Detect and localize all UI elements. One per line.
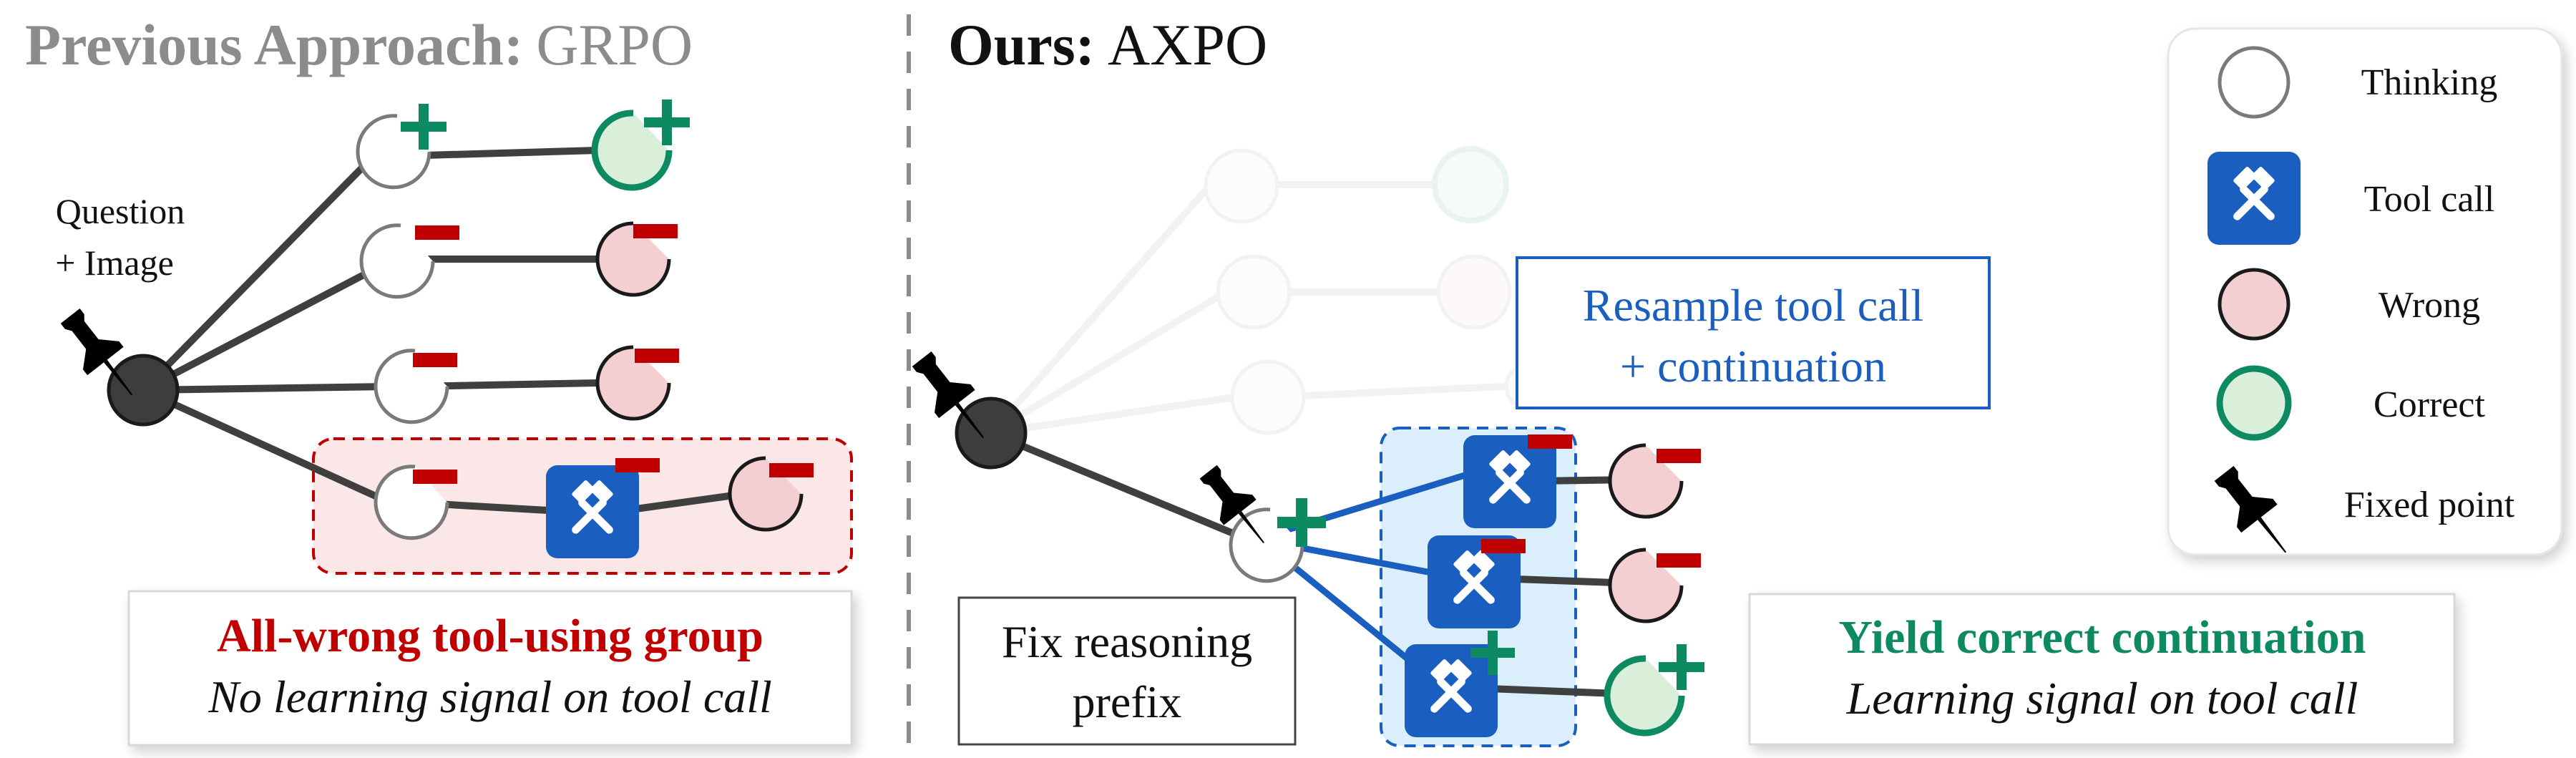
faded-correct-node [1432,146,1509,223]
left-edges [140,147,748,515]
fix-prefix-line1: Fix reasoning [1002,616,1252,667]
thinking-node [356,114,431,190]
wrong-outcome-node [1608,443,1684,519]
question-label: Question [56,191,185,231]
right-signs [1470,434,1704,690]
legend-label: Wrong [2379,285,2480,326]
correct-outcome-node [591,110,673,191]
root-question-node [955,397,1028,470]
legend-item-thinking: Thinking [2218,46,2498,119]
legend-item-wrong: Wrong [2218,268,2480,341]
legend-label: Thinking [2361,62,2498,103]
fix-prefix-label-box: Fix reasoning prefix [957,596,1297,746]
wrong-outcome-node [595,345,671,421]
plus-sign [1470,631,1704,690]
plus-sign [1277,498,1326,547]
left-title-bold: Previous Approach: [25,12,523,77]
thinking-node [359,223,435,299]
legend-item-tool-call: Tool call [2207,152,2494,245]
legend-label: Tool call [2364,179,2495,220]
left-caption-subtitle: No learning signal on tool call [208,671,772,722]
faded-thinking-node [1204,148,1279,224]
left-title-method: GRPO [536,12,693,77]
wrong-outcome-node [595,221,671,297]
resample-label-line2: + continuation [1620,341,1886,392]
faded-previous-branches [987,146,1551,437]
faded-wrong-node [1436,254,1512,330]
wrong-outcome-node [1608,548,1684,623]
legend-item-fixed-point: Fixed point [2205,459,2515,567]
left-caption-box: All-wrong tool-using group No learning s… [127,590,853,747]
resampled-tool-call-node [1428,535,1521,628]
faded-thinking-node [1216,254,1292,330]
image-label: + Image [55,243,174,283]
legend: Thinking Tool call Wrong Correct Fixed p… [2167,27,2563,567]
resampled-tool-call-node [1405,644,1498,737]
fix-prefix-line2: prefix [1073,676,1182,727]
correct-outcome-node [1604,655,1685,737]
thinking-node [374,349,449,424]
legend-label: Correct [2373,384,2485,425]
resample-label-box: Resample tool call + continuation [1516,256,1991,409]
wrong-outcome-node [728,456,804,532]
right-caption-subtitle: Learning signal on tool call [1846,673,2358,724]
left-thinking-nodes [356,114,449,540]
left-caption-title: All-wrong tool-using group [217,610,763,662]
correct-circle-icon [2216,365,2292,441]
right-caption-title: Yield correct continuation [1839,611,2366,664]
wrong-circle-icon [2218,268,2290,341]
plus-sign [401,99,690,150]
thinking-circle-icon [2218,46,2290,119]
minus-sign [1481,434,1701,568]
minus-sign [413,224,814,484]
right-caption-box: Yield correct continuation Learning sign… [1748,593,2456,746]
right-panel-title: Ours:AXPO [948,12,1267,77]
left-tool-call-node [546,465,639,558]
resampled-tool-call-node [1463,435,1556,528]
root-question-node [107,354,180,427]
left-panel-title: Previous Approach:GRPO [25,12,693,77]
legend-label: Fixed point [2344,485,2515,525]
left-signs [401,99,814,484]
resample-label-line1: Resample tool call [1583,280,1923,331]
right-title-bold: Ours: [948,12,1095,77]
legend-item-correct: Correct [2216,365,2486,441]
faded-thinking-node [1230,359,1306,435]
thinking-node [374,465,449,540]
right-panel-axpo: Ours:AXPO [903,12,2456,747]
left-panel-grpo: Previous Approach:GRPO Question + Image [25,12,853,747]
right-title-method: AXPO [1108,12,1267,77]
